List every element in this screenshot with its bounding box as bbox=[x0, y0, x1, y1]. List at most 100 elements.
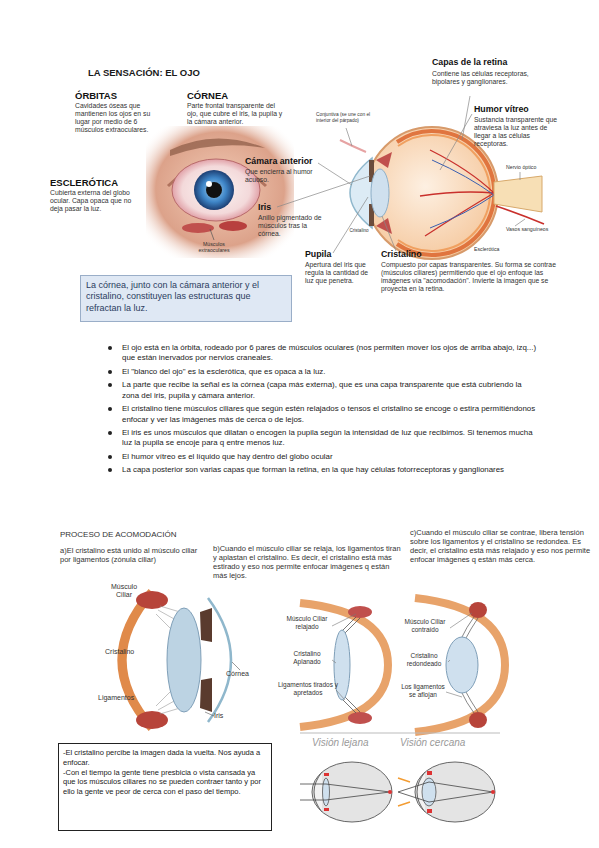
part-label: Cristalino Aplanado bbox=[282, 650, 332, 666]
part-label: Ligamentos tirados y apretados bbox=[278, 681, 338, 697]
leader-line bbox=[205, 712, 214, 716]
leader-line bbox=[210, 229, 214, 240]
leader-line bbox=[232, 662, 240, 670]
band-label: Visión lejana bbox=[312, 737, 402, 749]
leader-line bbox=[515, 219, 525, 226]
ciliary-muscle bbox=[136, 711, 168, 729]
ligament bbox=[160, 606, 180, 612]
extraocular-muscle bbox=[219, 221, 247, 231]
callout-text: Cavidades óseas que mantienen los ojos e… bbox=[75, 102, 163, 135]
part-label: Músculos extraoculares bbox=[192, 241, 236, 253]
step-text: a)El cristalino está unido al músculo ci… bbox=[60, 546, 205, 564]
ciliary-muscle bbox=[324, 808, 329, 811]
blood-vessel bbox=[496, 206, 544, 224]
leader-line bbox=[440, 114, 472, 170]
step-text: c)Cuando el músculo ciliar se contrae, l… bbox=[410, 528, 595, 564]
face-photo bbox=[146, 126, 294, 258]
eyebrow bbox=[170, 138, 265, 156]
callout-text: Cubierta externa del globo ocular. Capa … bbox=[50, 189, 140, 213]
note-text: La córnea, junto con la cámara anterior … bbox=[86, 280, 286, 314]
ciliary-muscle bbox=[427, 771, 432, 775]
band-label: Visión cercana bbox=[400, 737, 500, 749]
cornea bbox=[208, 598, 231, 722]
page-title: LA SENSACIÓN: EL OJO bbox=[88, 67, 200, 78]
cornea bbox=[350, 158, 372, 228]
note-box: -El cristalino percibe la imagen dada la… bbox=[58, 743, 272, 831]
band-rule bbox=[395, 733, 500, 734]
ligament bbox=[345, 697, 360, 712]
conjunctiva bbox=[340, 140, 366, 152]
part-label: Ligamentos bbox=[98, 694, 153, 702]
light-ray bbox=[398, 782, 493, 802]
callout-heading: Humor vítreo bbox=[474, 104, 564, 115]
leader-line bbox=[277, 176, 370, 207]
part-label: Cristalino redondeado bbox=[398, 652, 450, 668]
leader-line bbox=[382, 216, 396, 251]
ligament bbox=[466, 692, 478, 712]
callout-heading: Capas de la retina bbox=[432, 57, 572, 68]
ligament bbox=[466, 618, 478, 638]
bullet-item: El iris es unos músculos que dilatan o e… bbox=[108, 428, 538, 449]
ciliary-muscle bbox=[348, 712, 372, 724]
part-label: Músculo Ciliar relajado bbox=[282, 615, 332, 631]
light-ray bbox=[300, 784, 390, 800]
callout-text: Que encierra al humor acuoso. bbox=[245, 168, 315, 184]
note-text: -Con el tiempo la gente tiene presbicia … bbox=[63, 768, 267, 797]
leader-line bbox=[520, 172, 521, 180]
ligament bbox=[345, 618, 360, 633]
bullet-item: El humor vítreo es el líquido que hay de… bbox=[108, 452, 538, 462]
leader-line bbox=[333, 197, 368, 253]
callout-heading: ÓRBITAS bbox=[75, 90, 170, 101]
bullet-item: La capa posterior son varias capas que f… bbox=[108, 465, 538, 475]
part-label: Músculo Ciliar contraído bbox=[400, 618, 450, 634]
bullet-item: El "blanco del ojo" es la esclerótica, q… bbox=[108, 367, 538, 377]
cornea bbox=[314, 772, 322, 812]
blood-vessel bbox=[420, 150, 494, 236]
callout-text: Anillo pigmentado de músculos tras la có… bbox=[258, 214, 326, 238]
callout-text: Sustancia transparente que atraviesa la … bbox=[474, 116, 560, 149]
part-label: Cristalino bbox=[342, 228, 376, 234]
callout-heading: ESCLERÓTICA bbox=[50, 177, 150, 188]
lens-flattened bbox=[334, 630, 350, 700]
iris-section bbox=[200, 608, 212, 712]
choroid-layer bbox=[397, 131, 494, 255]
ciliary-muscle-contracted bbox=[469, 712, 487, 728]
part-label: Vasos sanguíneos bbox=[506, 226, 561, 232]
part-label: Los ligamentos se aflojan bbox=[400, 683, 446, 699]
section-heading: PROCESO DE ACOMODACIÓN bbox=[60, 530, 260, 540]
focus-point bbox=[491, 790, 495, 794]
lens-rounded bbox=[446, 637, 478, 693]
ligament bbox=[156, 614, 172, 630]
callout-heading: Iris bbox=[258, 202, 318, 213]
blood-vessel bbox=[430, 160, 494, 228]
ciliary-muscle-contracted bbox=[469, 602, 487, 618]
callout-heading: CÓRNEA bbox=[187, 90, 282, 101]
optic-nerve bbox=[494, 176, 542, 212]
callout-text: Compuesto por capas transparentes. Su fo… bbox=[381, 261, 557, 294]
eye-far bbox=[312, 762, 392, 822]
callout-text: Apertura del iris que regula la cantidad… bbox=[305, 261, 377, 285]
part-label: Cristalino bbox=[105, 648, 155, 656]
note-text: -El cristalino percibe la imagen dada la… bbox=[63, 748, 267, 768]
step-text: b)Cuando el músculo ciliar se relaja, lo… bbox=[213, 544, 405, 580]
eye-near bbox=[415, 762, 495, 822]
iris-photo bbox=[194, 170, 234, 210]
ciliary-muscle bbox=[324, 773, 329, 776]
callout-heading: Cristalino bbox=[381, 249, 461, 260]
callout-text: Contiene las células receptoras, bipolar… bbox=[432, 70, 556, 86]
ciliary-muscle bbox=[427, 809, 432, 813]
lens-flattened bbox=[323, 778, 330, 806]
lens bbox=[371, 169, 389, 217]
leader-line bbox=[450, 613, 472, 628]
lens bbox=[167, 608, 201, 712]
leader-line bbox=[448, 660, 450, 662]
ligament bbox=[160, 708, 180, 714]
part-label: Córnea bbox=[226, 670, 266, 678]
focus-point bbox=[388, 790, 392, 794]
leader-line bbox=[462, 96, 470, 140]
bullet-item: La parte que recibe la señal es la córne… bbox=[108, 380, 538, 401]
leader-line bbox=[336, 690, 345, 700]
part-label: Nervio óptico bbox=[506, 164, 556, 170]
callout-text: Parte frontal transparente del ojo, que … bbox=[187, 102, 287, 126]
eye-wall bbox=[122, 592, 152, 728]
